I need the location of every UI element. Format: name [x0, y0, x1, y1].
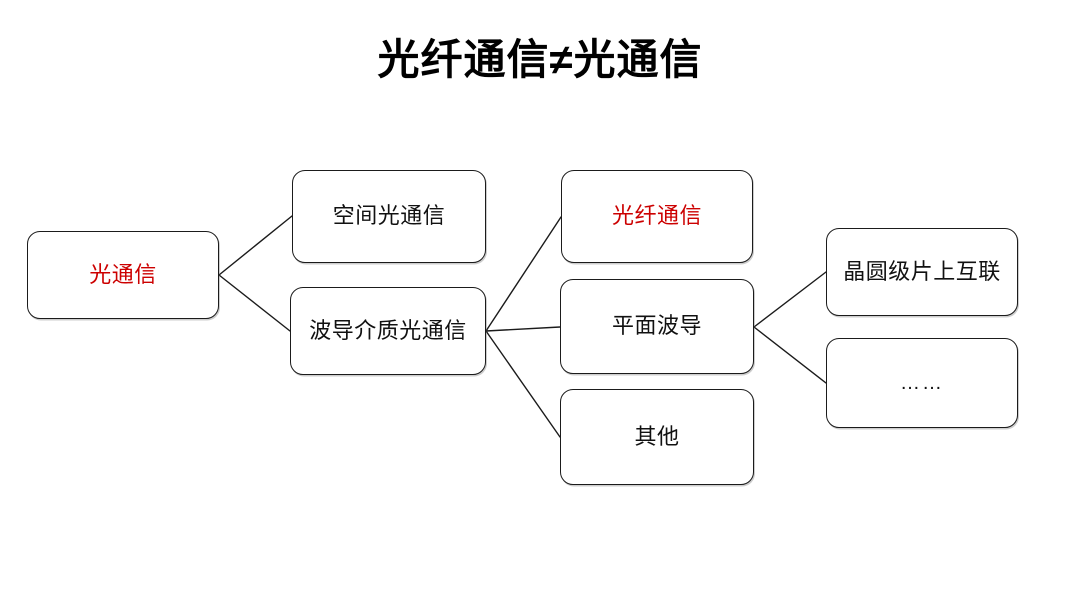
node-label: 光纤通信: [611, 203, 702, 229]
node-label: 平面波导: [611, 313, 702, 339]
node-label: 波导介质光通信: [309, 317, 467, 343]
node-waveguide-medium-optical-communication[interactable]: 波导介质光通信: [290, 287, 486, 375]
node-label: 晶圆级片上互联: [843, 258, 1001, 284]
edge-planar-to-wafer: [753, 271, 827, 328]
edge-waveguide-to-planar: [485, 326, 561, 332]
edge-planar-to-etc: [753, 326, 827, 384]
node-wafer-level-on-chip-interconnect[interactable]: 晶圆级片上互联: [826, 228, 1018, 316]
edge-root-to-waveguide-medium: [218, 274, 291, 332]
edge-waveguide-to-fiber: [485, 216, 562, 332]
edge-waveguide-to-other: [485, 330, 561, 438]
node-optical-communication[interactable]: 光通信: [27, 231, 219, 319]
node-ellipsis[interactable]: ……: [826, 338, 1018, 428]
node-label: 其他: [634, 423, 680, 449]
edge-root-to-free-space: [218, 215, 293, 276]
page-title: 光纤通信≠光通信: [377, 36, 703, 83]
node-planar-waveguide[interactable]: 平面波导: [560, 279, 754, 374]
node-free-space-optical-communication[interactable]: 空间光通信: [292, 170, 486, 263]
node-other[interactable]: 其他: [560, 389, 754, 485]
node-fiber-optic-communication[interactable]: 光纤通信: [561, 170, 753, 263]
node-label: 光通信: [89, 261, 157, 287]
node-label: ……: [900, 372, 944, 394]
node-label: 空间光通信: [332, 203, 446, 229]
